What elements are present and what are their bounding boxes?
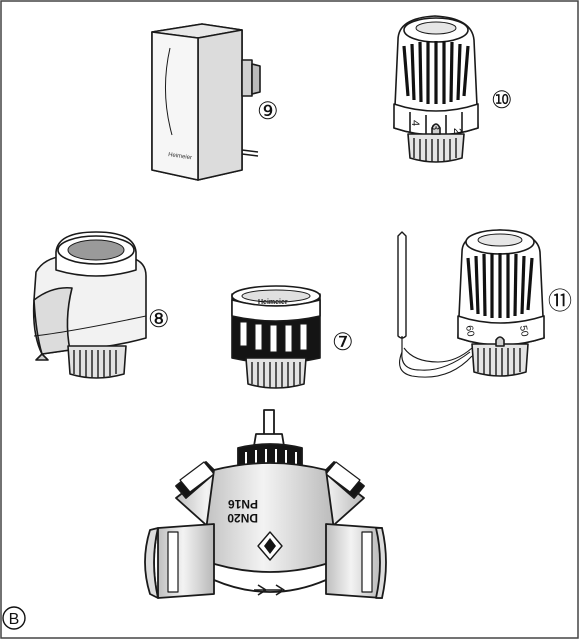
callout-11: ⑪ bbox=[548, 288, 572, 315]
callout-8: ⑧ bbox=[148, 306, 170, 333]
callout-7: ⑦ bbox=[332, 329, 354, 356]
remote-sensor-head-11 bbox=[397, 229, 545, 378]
actuator-brand-label: Heimeier bbox=[168, 152, 193, 161]
valve-adapter-7: Heimeier bbox=[231, 285, 321, 389]
head-10-scale-2: 2 bbox=[451, 128, 463, 134]
head-10-scale-3: 3 bbox=[429, 124, 441, 130]
callout-9: ⑨ bbox=[257, 98, 279, 125]
thermostatic-head-10 bbox=[393, 15, 479, 163]
head-11-scale-50: 50 bbox=[517, 325, 530, 338]
actuator-box-9: Heimeier bbox=[151, 23, 261, 181]
head-10-scale: 2 3 4 bbox=[409, 120, 463, 134]
valve-body bbox=[144, 409, 387, 599]
head-11-scale: 60 50 bbox=[463, 325, 530, 338]
compact-actuator-8 bbox=[32, 231, 147, 379]
head-10-scale-4: 4 bbox=[409, 120, 421, 126]
head-11-scale-60: 60 bbox=[463, 325, 476, 338]
figure-label: B bbox=[9, 611, 20, 628]
callout-10: ⑩ bbox=[491, 87, 513, 114]
figure-label-circle bbox=[2, 606, 26, 630]
valve-marking-pn: PN16 bbox=[228, 497, 258, 511]
valve-marking-dn: DN20 bbox=[227, 511, 258, 525]
adapter-brand-label: Heimeier bbox=[258, 299, 288, 306]
